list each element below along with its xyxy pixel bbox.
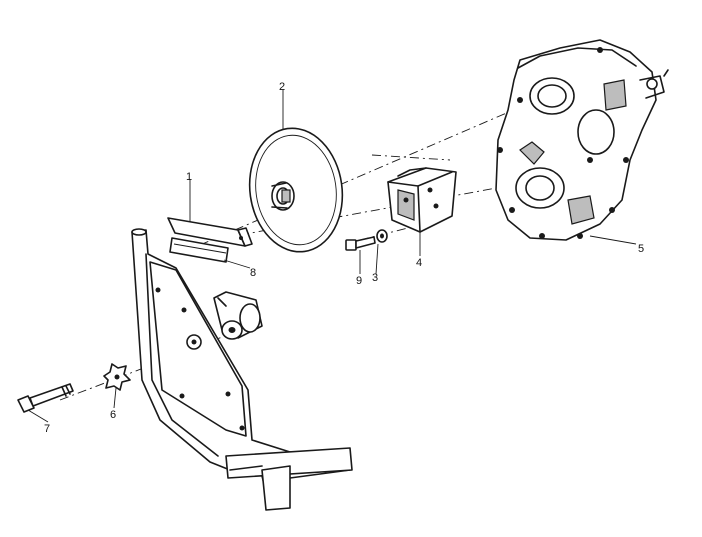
bolt-9	[345, 236, 376, 251]
roller-bushing	[213, 291, 263, 340]
callout-5: 5	[638, 243, 644, 255]
callout-8: 8	[250, 267, 256, 279]
star-washer-6	[103, 363, 131, 391]
upper-bracket	[167, 217, 253, 247]
callout-6: 6	[110, 409, 116, 421]
callout-2: 2	[279, 81, 285, 93]
callout-1: 1	[186, 171, 192, 183]
callout-labels: 2 1 8 9 3 4 5 6 7	[44, 81, 644, 435]
gear-case	[495, 39, 669, 241]
leader-lines	[27, 90, 637, 423]
mounting-bracket	[387, 167, 457, 233]
callout-3: 3	[372, 272, 378, 284]
long-bolt-7	[17, 383, 74, 413]
callout-9: 9	[356, 275, 362, 287]
lower-plate	[169, 237, 229, 263]
drive-disc	[248, 127, 344, 253]
support-frame	[131, 228, 353, 511]
washer-3	[376, 229, 388, 243]
callout-4: 4	[416, 257, 422, 269]
callout-7: 7	[44, 423, 50, 435]
